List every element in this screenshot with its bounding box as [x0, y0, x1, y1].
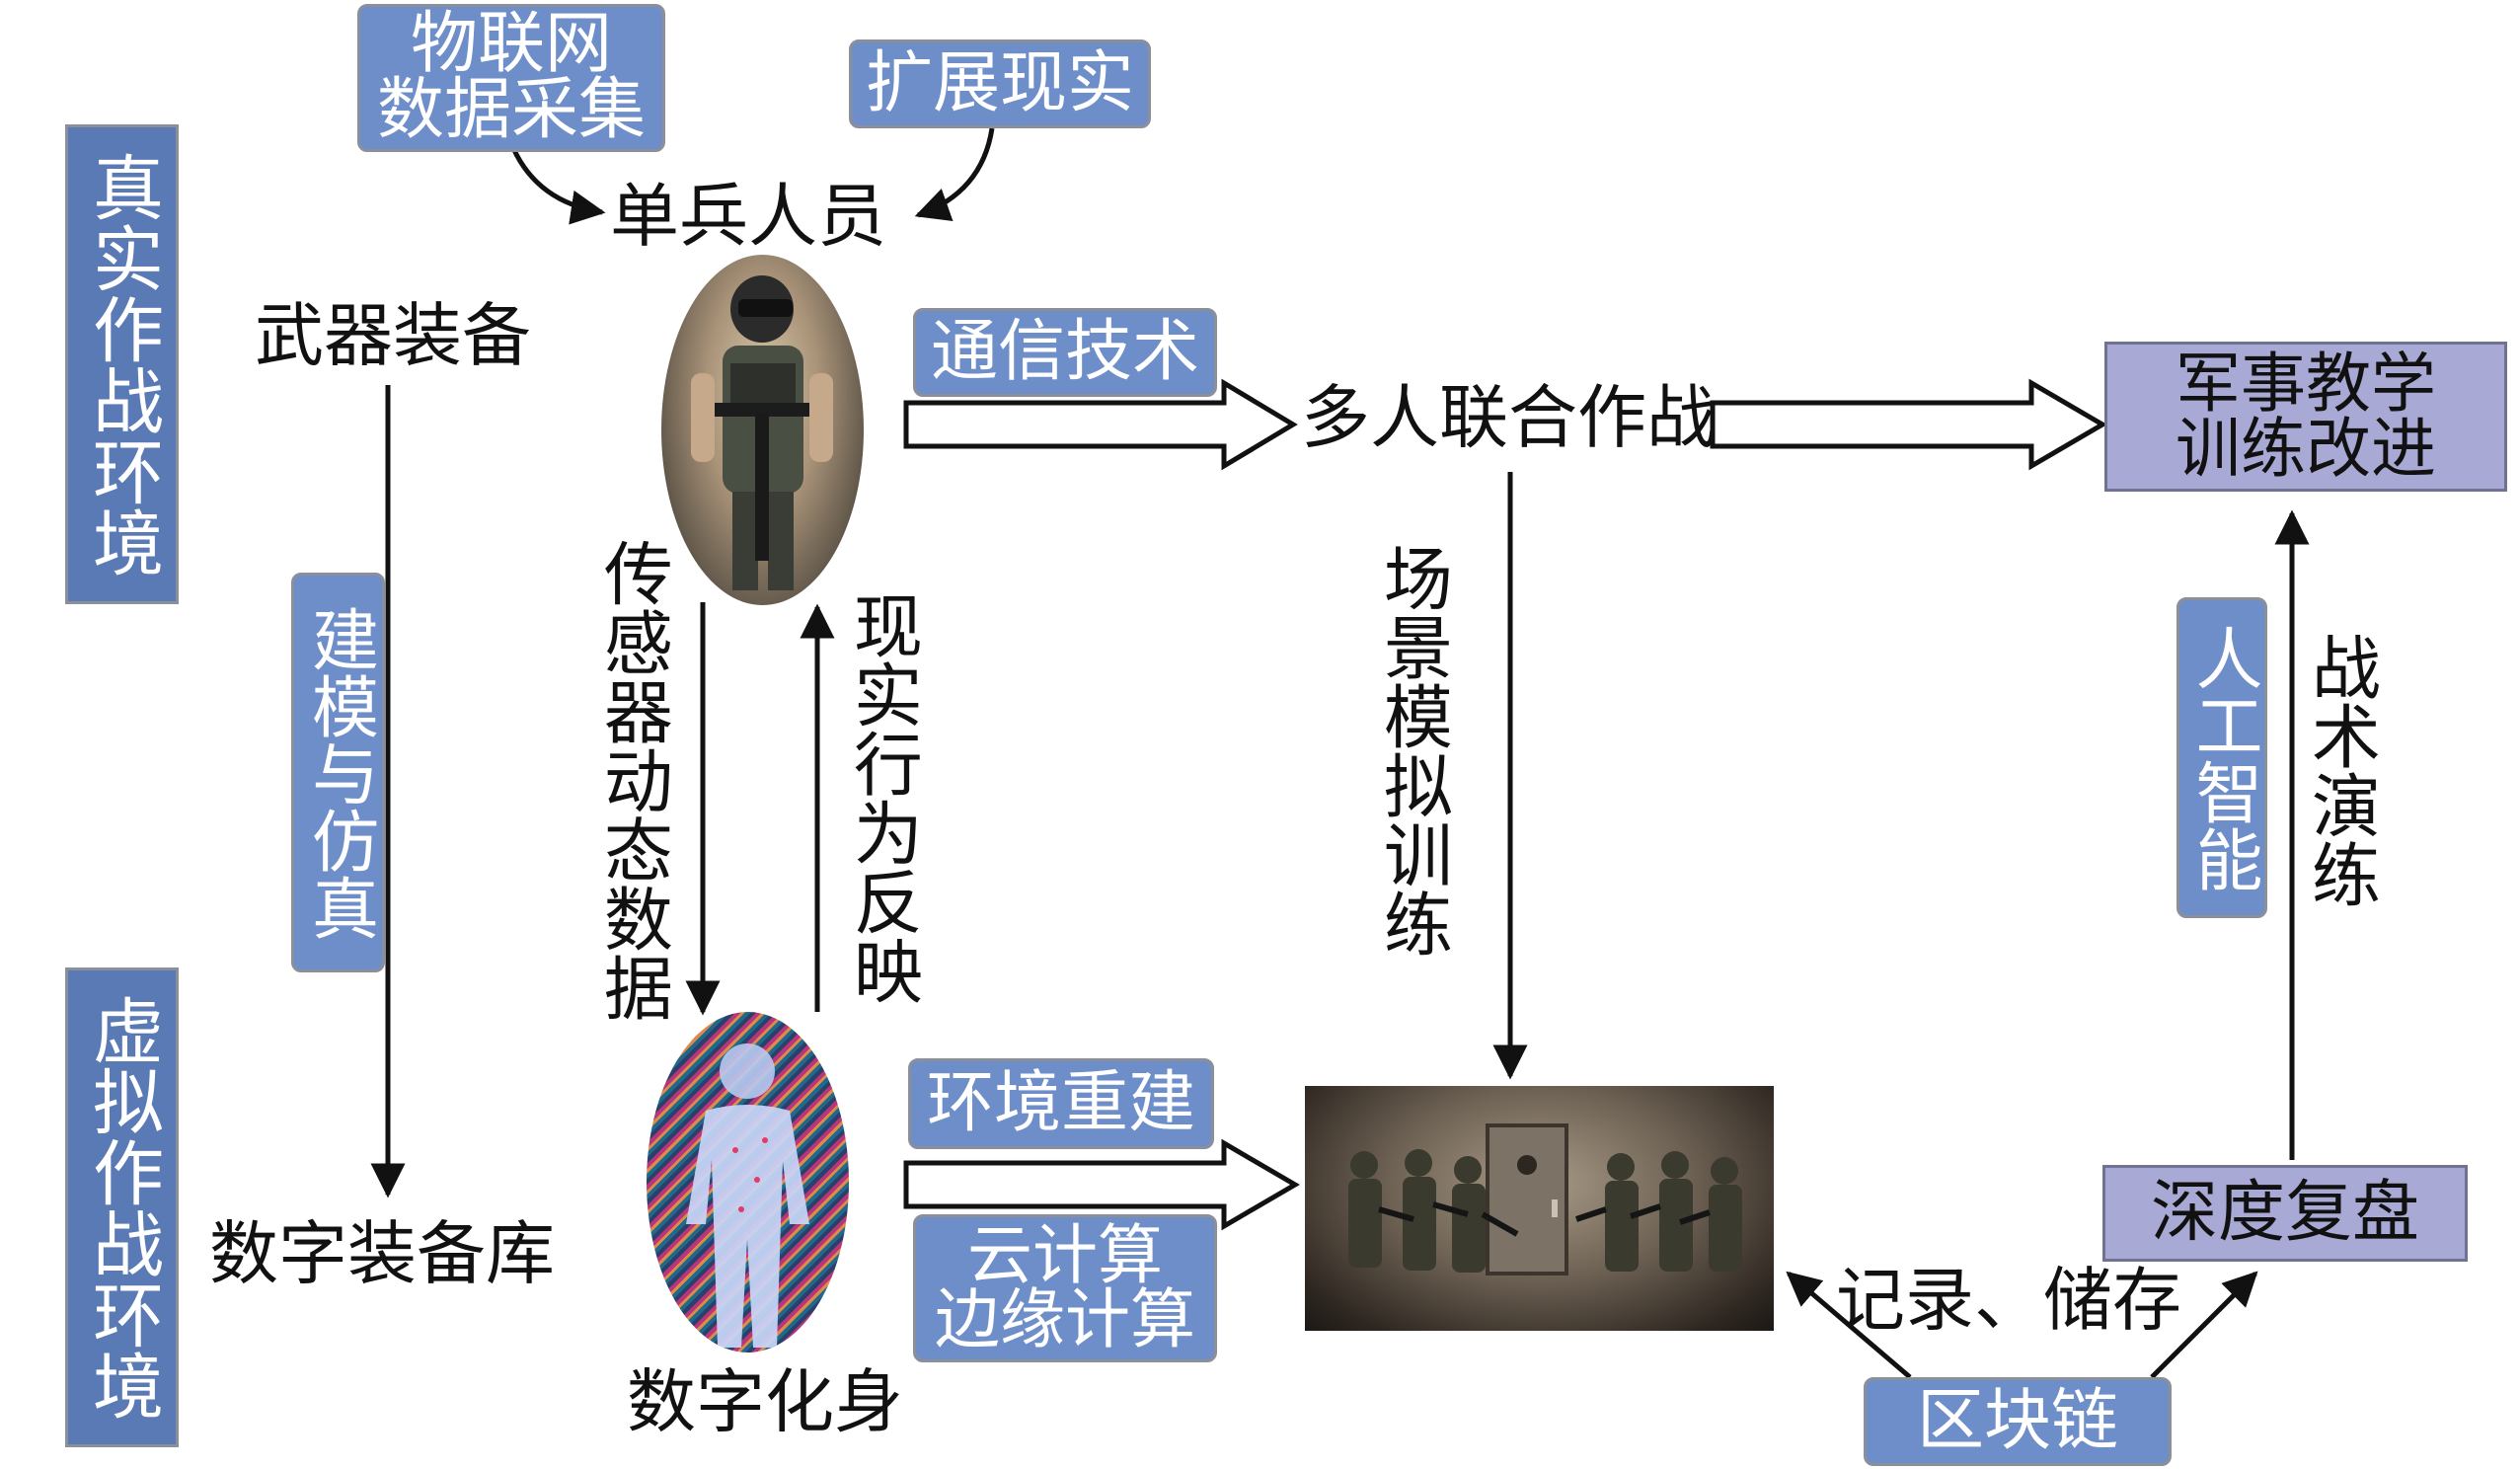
ai-box: 人工智能: [2176, 597, 2267, 918]
comm-box: 通信技术: [913, 308, 1217, 397]
weapons-label: 武器装备: [255, 295, 531, 376]
scene-simulation-photo: [1305, 1086, 1774, 1331]
iot-box: 物联网 数据采集: [357, 4, 665, 152]
real-env-box: 真实作战环境: [65, 124, 179, 604]
record-label: 记录、储存: [1836, 1260, 2181, 1341]
multi-combat-label: 多人联合作战: [1301, 377, 1716, 458]
env-rebuild-box: 环境重建: [908, 1058, 1214, 1149]
soldiers-scene-icon: [1348, 1123, 1742, 1276]
scene-training-label: 场景模拟训练: [1372, 543, 1454, 958]
avatar-figure-icon: [686, 1044, 809, 1348]
military-training-box: 军事教学 训练改进: [2104, 342, 2507, 492]
reality-reflection-label: 现实行为反映: [842, 590, 924, 1005]
arrow-blockchain-to-review: [2150, 1271, 2258, 1379]
arrow-iot-to-soldier: [510, 146, 606, 225]
soldier-label: 单兵人员: [610, 176, 886, 257]
arrow-blockchain-to-scene: [1786, 1271, 1912, 1379]
deep-review-box: 深度复盘: [2102, 1165, 2468, 1262]
digital-avatar-image: [647, 1012, 849, 1353]
tactics-label: 战术演练: [2300, 632, 2382, 908]
arrow-xr-to-soldier: [914, 127, 995, 221]
soldier-figure-icon: [691, 275, 833, 590]
sensor-data-label: 传感器动态数据: [592, 538, 674, 1022]
avatar-label: 数字化身: [627, 1361, 903, 1442]
cloud-box: 云计算 边缘计算: [913, 1214, 1217, 1362]
virtual-env-box: 虚拟作战环境: [65, 967, 179, 1447]
xr-box: 扩展现实: [849, 39, 1151, 128]
modeling-box: 建模与仿真: [291, 573, 385, 972]
digital-library-label: 数字装备库: [209, 1213, 555, 1294]
hollow-arrow-to-military: [1710, 378, 2107, 471]
hollow-arrow-to-scene: [903, 1138, 1300, 1231]
hollow-arrow-to-multi: [903, 378, 1298, 471]
blockchain-box: 区块链: [1864, 1377, 2172, 1466]
soldier-photo: [661, 255, 864, 605]
